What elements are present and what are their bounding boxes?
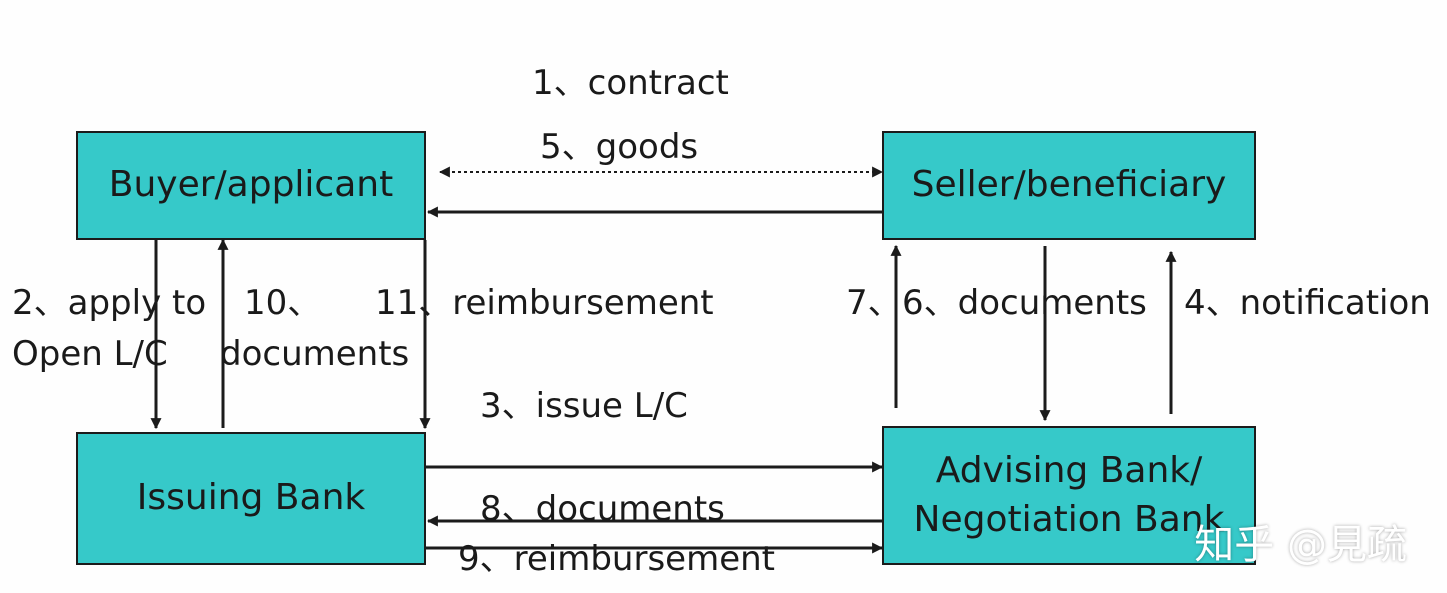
node-advising-bank-line1: Advising Bank/: [935, 449, 1203, 491]
label-ten-line2: documents: [220, 334, 410, 374]
label-contract: 1、contract: [532, 63, 729, 103]
node-issuing-bank-label: Issuing Bank: [136, 477, 366, 519]
label-issue-lc: 3、issue L/C: [480, 386, 688, 426]
label-ten-line1: 10、: [244, 283, 322, 323]
label-documents-8: 8、documents: [480, 489, 725, 529]
node-advising-bank-line2: Negotiation Bank: [913, 498, 1225, 540]
label-apply-line2: Open L/C: [12, 334, 168, 374]
label-reimbursement-9: 9、reimbursement: [458, 539, 776, 579]
watermark: 知乎 @見疏: [1194, 522, 1407, 568]
label-reimbursement-11: 11、reimbursement: [375, 283, 714, 323]
node-seller: Seller/beneficiary: [882, 131, 1256, 240]
node-issuing-bank: Issuing Bank: [76, 432, 426, 565]
label-goods: 5、goods: [540, 127, 699, 167]
label-seven: 7、: [846, 283, 902, 323]
node-advising-bank: Advising Bank/ Negotiation Bank: [882, 426, 1256, 565]
node-buyer-label: Buyer/applicant: [108, 164, 394, 206]
node-buyer: Buyer/applicant: [76, 131, 426, 240]
label-notification: 4、notification: [1184, 283, 1431, 323]
label-apply-line1: 2、apply to: [12, 283, 207, 323]
node-seller-label: Seller/beneficiary: [911, 164, 1227, 206]
label-documents-6: 6、documents: [902, 283, 1147, 323]
